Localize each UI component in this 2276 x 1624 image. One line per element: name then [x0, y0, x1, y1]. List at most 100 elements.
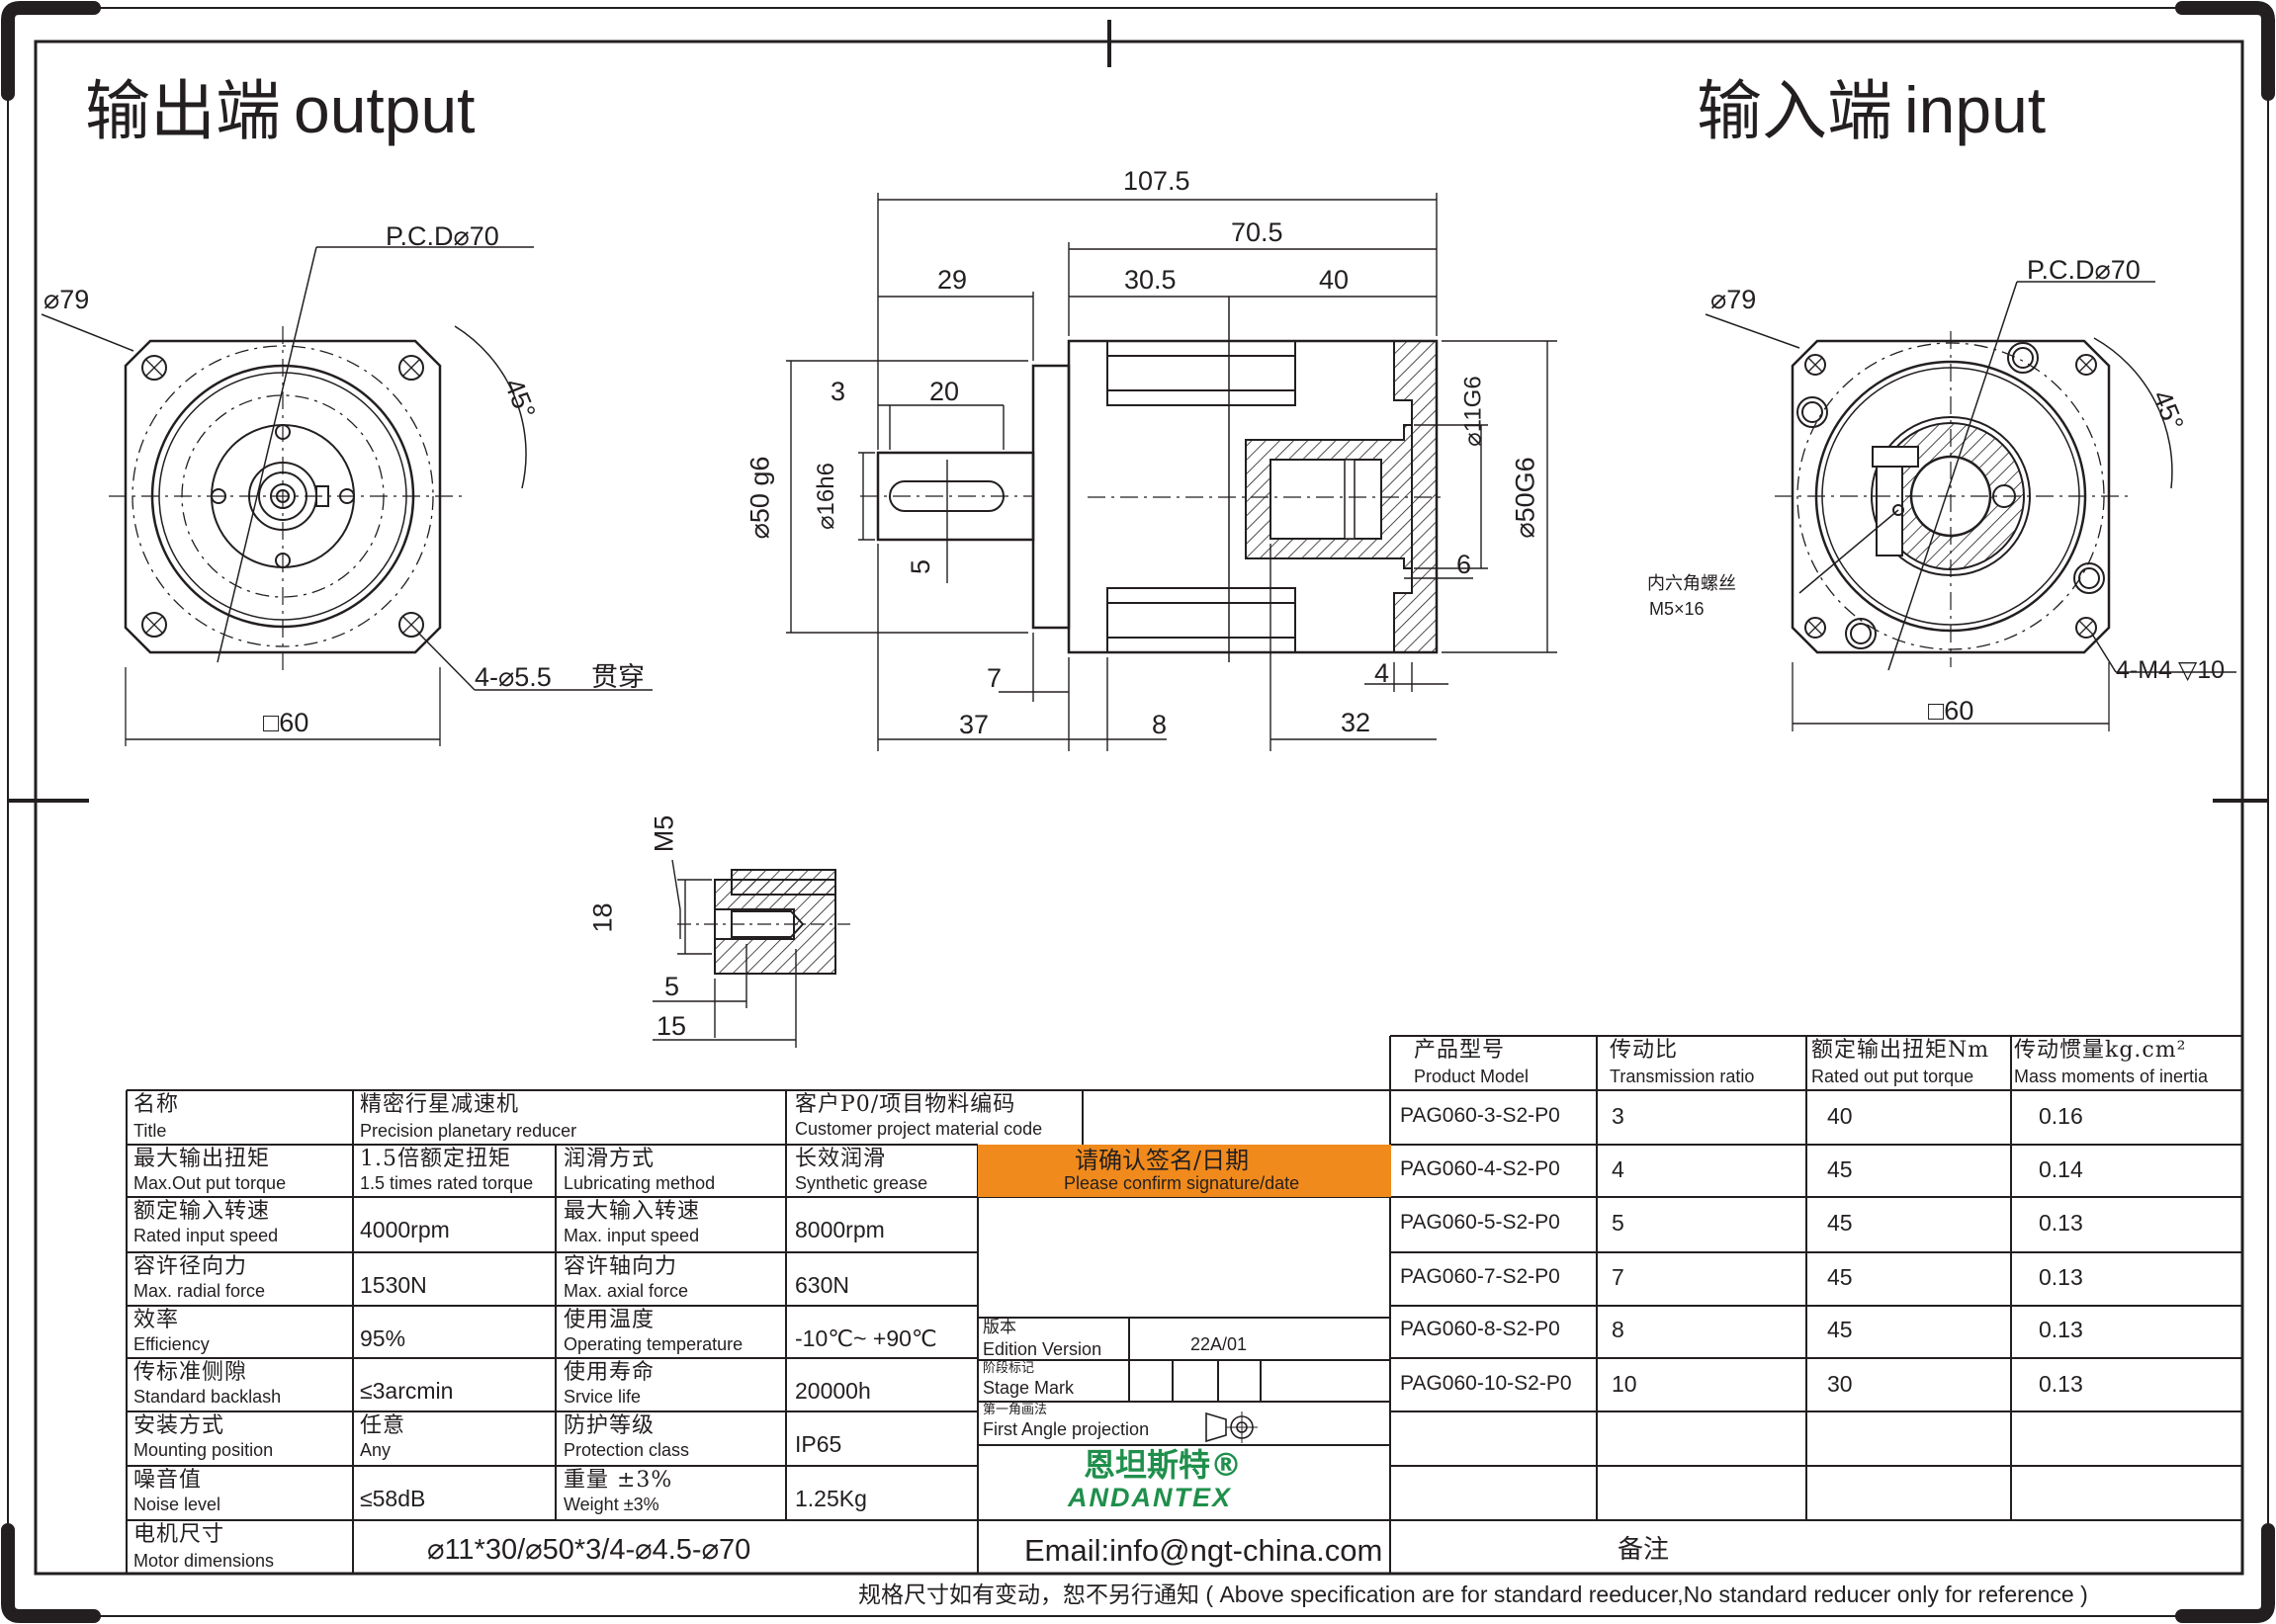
spec-label-zh: 最大输出扭矩 — [133, 1147, 271, 1171]
spec-value2: -10℃~ +90℃ — [795, 1325, 937, 1351]
detail-15: 15 — [657, 1011, 687, 1041]
motor-label-en: Motor dimensions — [133, 1551, 275, 1571]
spec-label2-en: Weight ±3% — [564, 1495, 659, 1514]
right-pcd-label: P.C.D⌀70 — [2027, 255, 2141, 285]
torque-cell: 45 — [1827, 1317, 1853, 1342]
key-detail-view — [653, 859, 850, 1048]
detail-5: 5 — [664, 972, 680, 1001]
left-pcd-label: P.C.D⌀70 — [386, 221, 499, 251]
spec-label2-zh: 最大输入转速 — [564, 1199, 701, 1224]
spec-label2-en: Max. input speed — [564, 1226, 700, 1245]
dim-30-5: 30.5 — [1124, 265, 1177, 295]
projection-label-en: First Angle projection — [983, 1419, 1150, 1439]
model-number-cell: PAG060-5-S2-P0 — [1400, 1211, 1560, 1234]
dim-50g6: ⌀50 g6 — [744, 456, 775, 540]
model-header-en: Mass moments of inertia — [2014, 1067, 2209, 1086]
ratio-cell: 10 — [1612, 1371, 1637, 1397]
spec-value-zh: 1.5倍额定扭矩 — [360, 1147, 511, 1171]
ratio-cell: 7 — [1612, 1264, 1624, 1290]
spec-label2-en: Protection class — [564, 1440, 690, 1460]
spec-label-en: Efficiency — [133, 1334, 210, 1354]
dim-4: 4 — [1374, 658, 1390, 688]
brand-logo-en: ANDANTEX — [1068, 1483, 1233, 1512]
edition-value: 22A/01 — [1190, 1334, 1248, 1354]
footer-note: 规格尺寸如有变动，恕不另行通知 ( Above specification ar… — [858, 1581, 2088, 1607]
dim-8: 8 — [1152, 710, 1168, 739]
spec-value: 4000rpm — [360, 1217, 450, 1242]
torque-cell: 45 — [1827, 1264, 1853, 1290]
dim-32: 32 — [1341, 708, 1371, 737]
spec-label-zh: 容许径向力 — [133, 1254, 248, 1279]
model-number-cell: PAG060-8-S2-P0 — [1400, 1318, 1560, 1340]
model-header-en: Rated out put torque — [1811, 1067, 1974, 1086]
spec-value-en: Any — [360, 1440, 392, 1460]
model-header-zh: 额定输出扭矩Nm — [1811, 1038, 1990, 1063]
dim-37: 37 — [959, 710, 990, 739]
dim-29: 29 — [937, 265, 968, 295]
torque-cell: 45 — [1827, 1210, 1853, 1236]
dim-11g6: ⌀11G6 — [1459, 376, 1487, 447]
side-section-view — [786, 193, 1557, 751]
outer-border — [7, 7, 2269, 1617]
dim-5: 5 — [906, 558, 936, 575]
inertia-cell: 0.14 — [2039, 1156, 2083, 1182]
spec-label2-zh: 润滑方式 — [564, 1147, 656, 1171]
spec-label-en: Max.Out put torque — [133, 1173, 287, 1193]
model-number-cell: PAG060-10-S2-P0 — [1400, 1372, 1572, 1395]
detail-m5: M5 — [649, 814, 679, 853]
model-header-zh: 产品型号 — [1414, 1038, 1506, 1063]
projection-label-zh: 第一角画法 — [983, 1403, 1048, 1417]
right-holes-depth: ▽10 — [2178, 656, 2226, 684]
model-header-en: Transmission ratio — [1610, 1067, 1755, 1086]
confirm-signature-cell — [978, 1145, 1391, 1197]
input-end-view — [1705, 281, 2236, 731]
table-grid — [126, 1035, 2242, 1574]
title-label-zh: 名称 — [133, 1092, 180, 1117]
spec-label2-zh: 使用寿命 — [564, 1360, 656, 1385]
spec-label2-zh: 防护等级 — [564, 1413, 656, 1438]
spec-value2: 8000rpm — [795, 1217, 885, 1242]
ratio-cell: 4 — [1612, 1156, 1624, 1182]
dim-7: 7 — [987, 663, 1003, 693]
screw-label: M5×16 — [1649, 599, 1705, 619]
output-heading-en: output — [294, 73, 476, 146]
detail-18: 18 — [587, 902, 618, 933]
edition-label-zh: 版本 — [983, 1318, 1016, 1337]
title-value-zh: 精密行星减速机 — [360, 1092, 520, 1117]
dim-40: 40 — [1319, 265, 1350, 295]
spec-label2-zh: 重量 ±3% — [564, 1468, 673, 1493]
stage-label-zh: 阶段标记 — [983, 1361, 1035, 1376]
output-heading-zh: 输出端 — [85, 73, 281, 149]
right-holes-label: 4-M4 — [2116, 656, 2172, 684]
left-square-label: □60 — [263, 708, 309, 737]
spec-label-en: Mounting position — [133, 1440, 274, 1460]
model-header-zh: 传动惯量kg.cm² — [2014, 1038, 2187, 1063]
input-heading-zh: 输入端 — [1697, 73, 1892, 149]
spec-value: ≤58dB — [360, 1486, 426, 1511]
spec-value2: 1.25Kg — [795, 1486, 867, 1511]
spec-value: ≤3arcmin — [360, 1378, 454, 1404]
spec-value2: 630N — [795, 1272, 849, 1298]
motor-value: ⌀11*30/⌀50*3/4-⌀4.5-⌀70 — [427, 1534, 751, 1566]
title-value-en: Precision planetary reducer — [360, 1121, 577, 1141]
ratio-cell: 5 — [1612, 1210, 1624, 1236]
inertia-cell: 0.13 — [2039, 1210, 2083, 1236]
dim-6: 6 — [1456, 550, 1472, 579]
spec-value2: 20000h — [795, 1378, 871, 1404]
ratio-cell: 8 — [1612, 1317, 1624, 1342]
spec-label2-zh: 容许轴向力 — [564, 1254, 678, 1279]
dim-20: 20 — [929, 377, 960, 406]
screw-label-zh: 内六角螺丝 — [1647, 573, 1736, 594]
model-number-cell: PAG060-4-S2-P0 — [1400, 1157, 1560, 1180]
inertia-cell: 0.13 — [2039, 1317, 2083, 1342]
inertia-cell: 0.13 — [2039, 1264, 2083, 1290]
spec-label2-en: Lubricating method — [564, 1173, 716, 1193]
stage-label-en: Stage Mark — [983, 1378, 1075, 1398]
spec-value: 1530N — [360, 1272, 427, 1298]
spec-label-zh: 效率 — [133, 1308, 180, 1332]
model-header-en: Product Model — [1414, 1067, 1530, 1086]
spec-value2-zh: 长效润滑 — [795, 1147, 887, 1171]
title-label-en: Title — [133, 1121, 167, 1141]
contact-email[interactable]: Email:info@ngt-china.com — [1024, 1533, 1383, 1568]
